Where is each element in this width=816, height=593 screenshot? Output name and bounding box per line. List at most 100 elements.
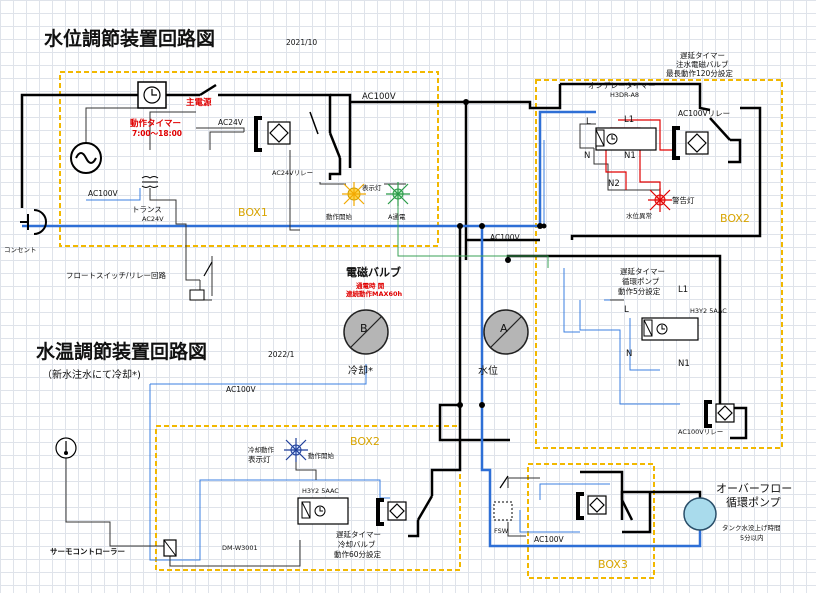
- h3y2-bottom-label: H3Y2 5AAC: [302, 487, 339, 495]
- op-start-label: 動作開始: [326, 212, 353, 221]
- solenoid-note-2: 連続動作MAX60h: [346, 289, 403, 298]
- h3dr-label: H3DR-A8: [610, 91, 639, 99]
- title-water-temp-sub: （新水注水にて冷却*): [42, 368, 141, 381]
- l-top-label: L: [586, 117, 591, 127]
- ac100v-relay-top-icon: [672, 126, 709, 160]
- n1-mid-label: N1: [678, 359, 690, 369]
- indicator-lamp-blue-icon: [284, 438, 308, 462]
- ac100v-box3-label: AC100V: [534, 535, 565, 544]
- solenoid-note-1: 通電時 開: [356, 281, 385, 290]
- indicator-label: 表示灯: [362, 183, 382, 192]
- delay-pump-1: 遅延タイマー: [620, 266, 665, 276]
- n2-top-label: N2: [608, 179, 620, 189]
- outlet-icon: [20, 209, 47, 235]
- solenoid-valve-label: 電磁バルブ: [346, 265, 401, 279]
- ac24v-label: AC24V: [218, 118, 244, 127]
- delay-timer-pump-icon: [641, 317, 699, 341]
- ac100v-top-label: AC100V: [362, 92, 396, 102]
- overflow-label-2: 循環ポンプ: [726, 496, 781, 509]
- overflow-label-1: オーバーフロー: [716, 482, 792, 495]
- l-mid-label: L: [624, 305, 629, 315]
- water-abnormal-label: 水位異常: [626, 211, 652, 220]
- delay-pump-3: 動作5分設定: [618, 286, 661, 296]
- n-mid-label: N: [626, 349, 632, 359]
- overflow-relay-icon: [576, 492, 607, 520]
- fsw-label: FSW: [494, 527, 509, 535]
- h3y2-mid-label: H3Y2 5AAC: [690, 307, 727, 315]
- overflow-note-1: タンク水没上げ時間: [722, 523, 781, 532]
- operation-timer-label: 動作タイマー: [130, 118, 181, 129]
- fsw-icon: [493, 475, 513, 521]
- l1-mid-label: L1: [678, 285, 688, 295]
- ac100v-bottom-label: AC100V: [226, 385, 257, 394]
- thermo-relay-icon: [163, 539, 177, 557]
- overflow-note-2: 5分以内: [740, 533, 764, 542]
- box3-frame: [527, 463, 655, 579]
- n1-top-label: N1: [624, 151, 636, 161]
- alarm-label: 警告灯: [672, 195, 695, 205]
- transformer-voltage: AC24V: [142, 215, 164, 223]
- cooling-label: 冷却*: [348, 364, 373, 377]
- blue-wiring: [22, 110, 702, 561]
- op-start2-label: 動作開始: [308, 451, 335, 460]
- transformer-label: トランス: [132, 205, 162, 214]
- operation-timer-time: 7:00〜18:00: [132, 129, 182, 138]
- ac100v-left-label: AC100V: [88, 189, 119, 198]
- ac100v-relay-mid-label: AC100Vリレー: [678, 428, 723, 436]
- transformer-icon: [141, 176, 159, 188]
- overflow-pump-icon: [683, 497, 717, 531]
- delay-timer-cooling-icon: [297, 497, 349, 525]
- title-water-level: 水位調節装置回路図: [44, 27, 215, 50]
- title-water-level-date: 2021/10: [286, 38, 317, 47]
- valve-b-icon: [343, 309, 389, 355]
- n-top-label: N: [584, 151, 590, 161]
- water-level-label: 水位: [478, 364, 498, 377]
- delay-cool-3: 動作60分設定: [334, 549, 382, 559]
- operation-timer-icon: [137, 81, 167, 109]
- delay-cool-1: 遅延タイマー: [336, 529, 381, 539]
- delay-timer-top-1: 遅延タイマー: [680, 50, 725, 60]
- box2-top-frame: [535, 79, 783, 449]
- valve-a-icon: [483, 309, 529, 355]
- a-energize-label: A通電: [388, 212, 406, 221]
- alarm-lamp-icon: [648, 188, 672, 212]
- box3-label: BOX3: [598, 558, 628, 571]
- thermo-controller-label: サーモコントローラー: [50, 547, 125, 556]
- ac100v-relay-top-label: AC100Vリレー: [678, 109, 730, 118]
- title-water-temp-date: 2022/1: [268, 350, 295, 359]
- float-switch-label: フロートスイッチ/リレー回路: [66, 270, 167, 280]
- cooling-relay-icon: [376, 498, 407, 526]
- box2-top-label: BOX2: [720, 212, 750, 225]
- box2-bottom-frame: [155, 425, 461, 571]
- outlet-label: コンセント: [4, 246, 37, 254]
- delay-timer-top-3: 最長動作120分設定: [666, 68, 733, 78]
- box1-frame: [59, 71, 439, 247]
- cool-op-label: 冷却動作: [248, 445, 275, 454]
- box1-label: BOX1: [238, 206, 268, 219]
- mains-wiring: [20, 82, 762, 538]
- ac24v-relay-label: AC24Vリレー: [272, 169, 313, 177]
- delay-timer-top-2: 注水電磁バルブ: [676, 59, 729, 69]
- main-power-label: 主電源: [186, 97, 212, 108]
- indicator2-label: 表示灯: [248, 454, 271, 464]
- ac24v-relay-icon: [254, 111, 319, 152]
- indicator-wiring: [397, 198, 549, 268]
- indicator-lamp-green-icon: [386, 182, 410, 206]
- indicator-lamp-yellow-icon: [342, 182, 366, 206]
- box2-bottom-label: BOX2: [350, 435, 380, 448]
- ac100v-mid-label: AC100V: [490, 233, 521, 242]
- delay-cool-2: 冷却バルブ: [338, 539, 376, 549]
- on-delay-timer-icon: [595, 127, 657, 151]
- ac-source-icon: [70, 142, 102, 174]
- valve-b-letter: B: [360, 322, 368, 335]
- delay-pump-2: 循環ポンプ: [622, 276, 660, 286]
- thermometer-icon: [55, 437, 77, 459]
- dm-label: DM-W3001: [222, 544, 258, 552]
- ac100v-relay-mid-icon: [704, 400, 735, 428]
- title-water-temp: 水温調節装置回路図: [36, 340, 207, 363]
- junction-dots: [457, 99, 547, 408]
- valve-a-letter: A: [500, 322, 508, 335]
- on-delay-timer-label: オンデレータイマー: [588, 80, 656, 90]
- float-switch-icon: [189, 261, 213, 301]
